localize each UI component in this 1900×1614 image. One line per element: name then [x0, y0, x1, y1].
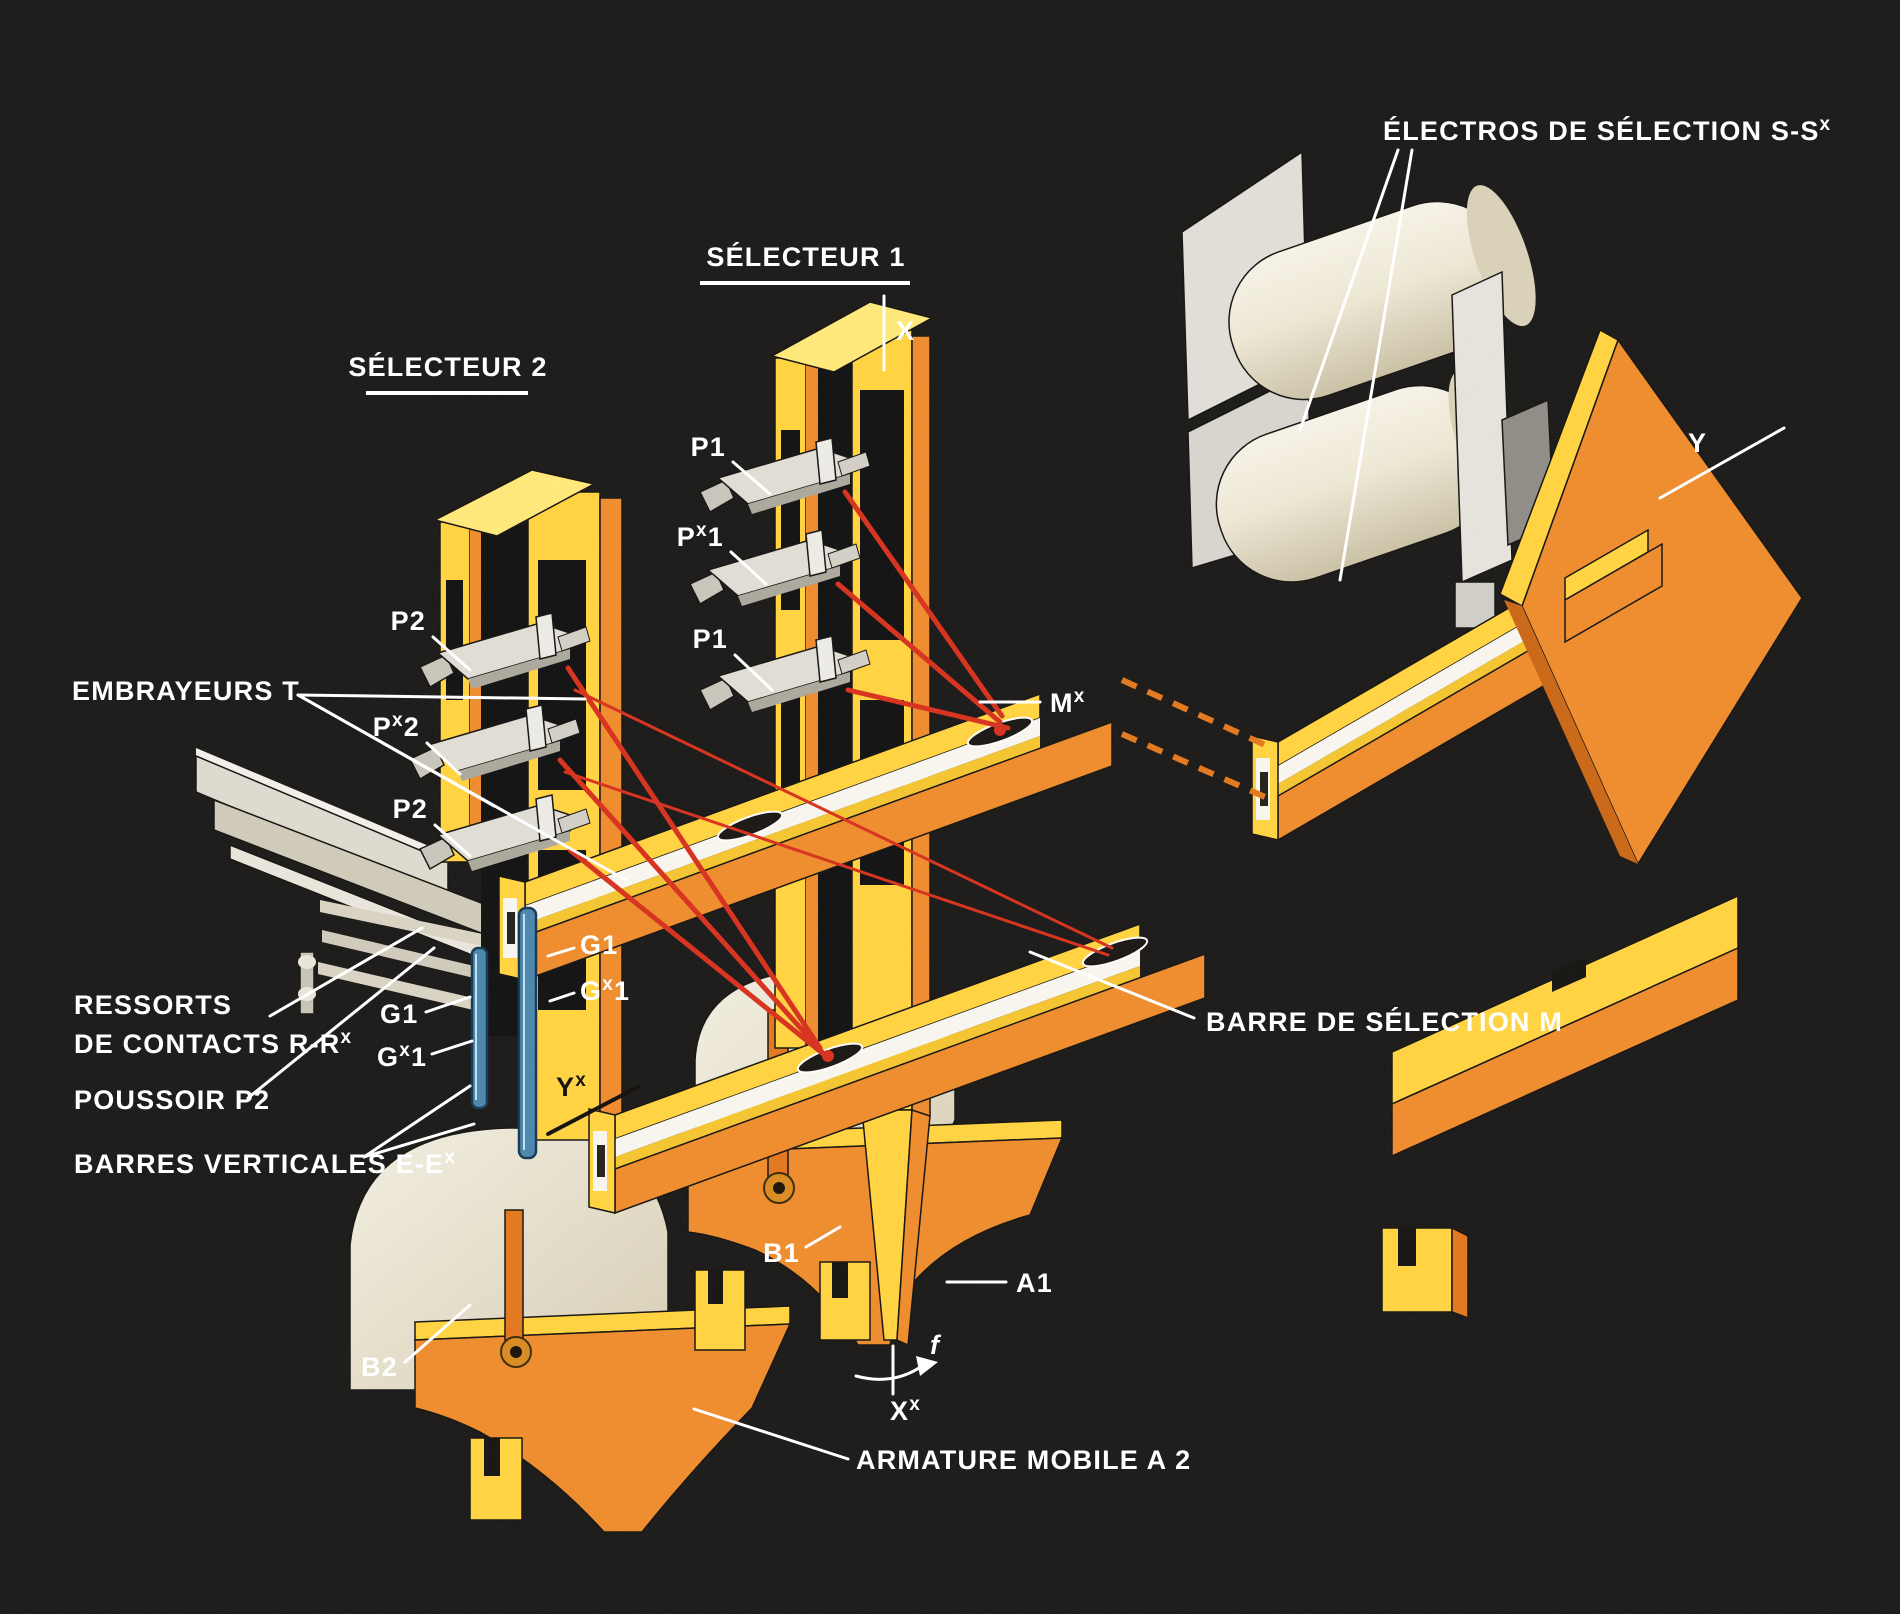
- label-a1: A1: [1016, 1268, 1053, 1298]
- label-ressorts-line1: RESSORTS: [74, 990, 232, 1020]
- rotation-arrow-f: [854, 1344, 938, 1396]
- label-barres: BARRES VERTICALES E-Ex: [74, 1147, 456, 1179]
- label-px2: Px2: [373, 710, 420, 742]
- label-mx: Mx: [1050, 686, 1085, 718]
- label-axis-xx: Xx: [890, 1394, 921, 1426]
- label-b1: B1: [763, 1238, 800, 1268]
- label-p2-mid: P2: [393, 794, 428, 824]
- label-axis-yx: Yx: [556, 1070, 587, 1102]
- label-selecteur-1: SÉLECTEUR 1: [706, 241, 905, 272]
- label-armature: ARMATURE MOBILE A 2: [856, 1445, 1191, 1475]
- labels: ÉLECTROS DE SÉLECTION S-Sx SÉLECTEUR 1 S…: [72, 114, 1831, 1475]
- support-foot: [1381, 1226, 1469, 1320]
- label-f: f: [930, 1330, 942, 1360]
- label-ressorts-line2: DE CONTACTS R-Rx: [74, 1027, 352, 1059]
- label-px1: Px1: [677, 520, 724, 552]
- label-g1-left: G1: [380, 999, 418, 1029]
- label-selecteur-2: SÉLECTEUR 2: [348, 351, 547, 382]
- label-g1-right: G1: [580, 930, 618, 960]
- label-gx1-right: Gx1: [580, 974, 630, 1006]
- label-gx1-left: Gx1: [377, 1040, 427, 1072]
- label-axis-x: X: [896, 316, 915, 346]
- label-embrayeurs: EMBRAYEURS T: [72, 676, 300, 706]
- label-electros: ÉLECTROS DE SÉLECTION S-Sx: [1383, 114, 1831, 146]
- label-axis-y: Y: [1688, 428, 1707, 458]
- label-p1-mid: P1: [693, 624, 728, 654]
- label-p2-top: P2: [391, 606, 426, 636]
- label-b2: B2: [361, 1352, 398, 1382]
- label-poussoir: POUSSOIR P2: [74, 1085, 270, 1115]
- leader-lines: [246, 148, 1786, 1461]
- label-p1-top: P1: [691, 432, 726, 462]
- label-barre-selection: BARRE DE SÉLECTION M: [1206, 1006, 1563, 1037]
